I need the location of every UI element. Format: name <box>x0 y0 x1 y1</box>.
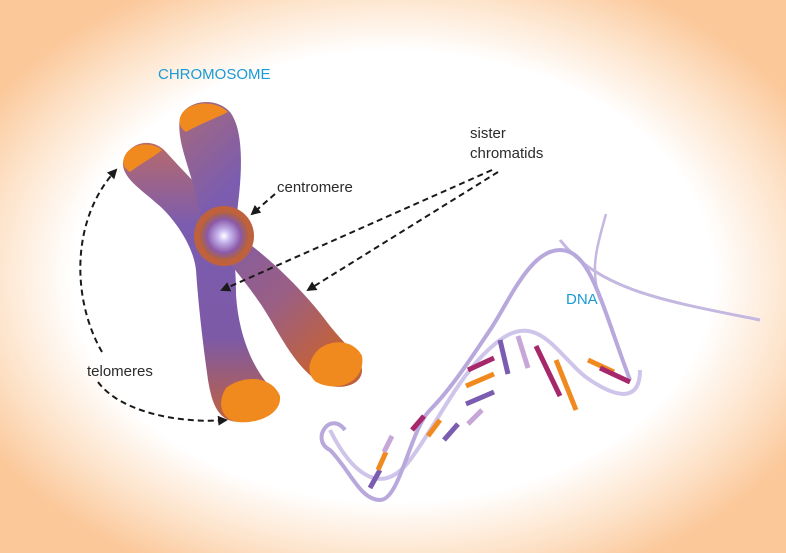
chromosome-title: CHROMOSOME <box>158 66 271 83</box>
chromatid-right <box>179 101 362 387</box>
telomeres-label: telomeres <box>87 363 153 380</box>
telomere-cap-upper-right <box>179 103 228 132</box>
base-pair <box>410 414 426 432</box>
sister-label: sister <box>470 125 506 142</box>
telomere-cap-upper-left <box>123 144 162 172</box>
arrow-sister-chromatid-right <box>306 171 499 292</box>
telomere-cap-lower-right <box>309 342 363 387</box>
base-pair <box>381 434 395 454</box>
base-pair <box>466 408 484 426</box>
base-pair <box>533 344 563 398</box>
base-pair <box>465 371 495 389</box>
base-pair <box>497 339 511 375</box>
telomere-cap-lower-left <box>221 378 281 423</box>
base-pair <box>553 359 579 411</box>
base-pair <box>442 422 460 442</box>
chromosome <box>122 101 363 423</box>
base-pair <box>426 418 442 438</box>
dna-backbone-front <box>319 247 632 503</box>
base-pair <box>598 365 632 385</box>
base-pair <box>367 468 383 490</box>
dna-label: DNA <box>566 291 598 308</box>
base-pair <box>515 335 531 369</box>
dna-backbone-back <box>328 328 642 481</box>
pointer-arrows <box>79 168 499 426</box>
base-pair <box>375 450 389 472</box>
chromatid-left <box>122 142 271 422</box>
centromere-core <box>200 212 248 260</box>
dna-base-pairs <box>367 335 632 490</box>
centromere-label: centromere <box>277 179 353 196</box>
arrow-telomere-lower <box>97 381 228 426</box>
arrow-centromere <box>250 193 276 216</box>
chromatids-label: chromatids <box>470 145 543 162</box>
arrow-telomere-upper <box>79 168 118 353</box>
dna-helix <box>319 213 761 503</box>
base-pair <box>465 389 495 407</box>
base-pair <box>466 355 496 373</box>
